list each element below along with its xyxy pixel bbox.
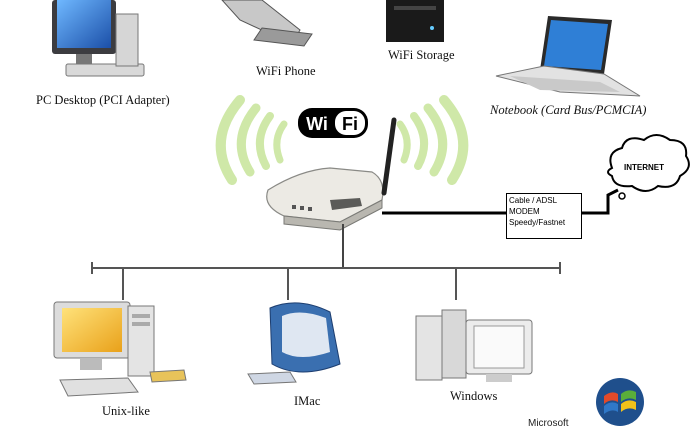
wifi-logo-fi-text: Fi: [342, 114, 358, 134]
wifi-logo-wi-text: Wi: [306, 114, 328, 134]
wifi-storage-illustration: [386, 0, 444, 42]
unix-label: Unix-like: [102, 404, 150, 418]
modem-internet-link: [582, 188, 619, 215]
wifi-phone-illustration: [221, 0, 313, 47]
wifi-logo: Wi Fi: [297, 107, 369, 139]
unix-pc-illustration: [53, 301, 187, 397]
notebook-label: Notebook (Card Bus/PCMCIA): [490, 103, 647, 117]
left-signal-waves: [215, 95, 288, 185]
microsoft-label: Microsoft: [528, 418, 569, 429]
windows-label: Windows: [450, 389, 498, 403]
wifi-storage-label: WiFi Storage: [388, 48, 455, 62]
modem-line-2: MODEM: [509, 207, 540, 216]
modem-line-3: Speedy/Fastnet: [509, 218, 566, 227]
windows-pc-illustration: [415, 309, 533, 382]
modem-box: Cable / ADSL MODEM Speedy/Fastnet: [506, 193, 582, 239]
internet-cloud: [607, 134, 690, 200]
pc-desktop-label: PC Desktop (PCI Adapter): [36, 93, 170, 107]
wireless-router: [266, 117, 397, 231]
notebook-illustration: [495, 16, 641, 97]
windows-logo: [596, 378, 644, 426]
imac-illustration: [247, 302, 341, 385]
wifi-phone-label: WiFi Phone: [256, 64, 316, 78]
internet-label: INTERNET: [624, 163, 664, 172]
modem-line-1: Cable / ADSL: [509, 196, 558, 205]
right-signal-waves: [396, 95, 469, 185]
imac-label: IMac: [294, 394, 321, 408]
pc-desktop-illustration: [52, 0, 145, 77]
